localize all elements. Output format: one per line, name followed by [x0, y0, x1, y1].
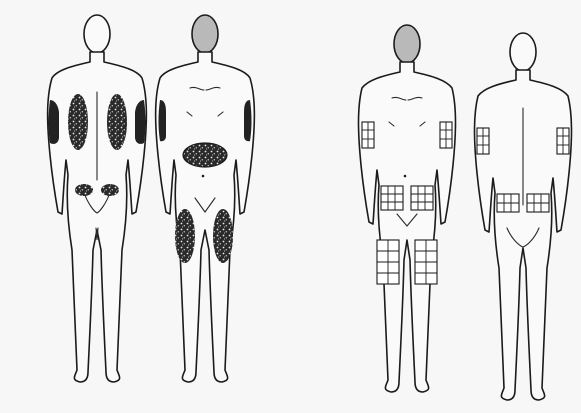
- figure-2-body: [156, 52, 255, 382]
- figure-3-front-view: [359, 25, 456, 392]
- figure-1-back-view: [48, 15, 147, 382]
- figure-3-head: [394, 25, 420, 63]
- figure-3-grid-abdomen-left: [381, 186, 403, 210]
- figure-1-site-upper-back-left: [68, 94, 88, 150]
- figure-2-site-upper-arm-right: [244, 100, 252, 141]
- figure-3-grid-upper-arm-right: [440, 122, 452, 148]
- figure-3-grid-thigh-left: [377, 240, 399, 284]
- figure-1-site-upper-arm-right: [135, 100, 146, 144]
- figure-1-site-buttock-left: [75, 184, 93, 196]
- figure-2-site-thigh-left: [175, 209, 195, 263]
- figure-2-head: [192, 15, 218, 53]
- figure-4-head: [510, 33, 536, 71]
- figure-2-site-abdomen: [183, 143, 227, 167]
- figure-3-grid-upper-arm-left: [362, 122, 374, 148]
- figure-3-grid-abdomen-right: [411, 186, 433, 210]
- figure-1-site-buttock-right: [101, 184, 119, 196]
- figure-1-head: [84, 15, 110, 53]
- figure-1-site-upper-back-right: [107, 94, 127, 150]
- figure-2-site-thigh-right: [213, 209, 233, 263]
- figure-4-grid-upper-arm-left: [477, 128, 489, 154]
- figure-4-grid-upper-arm-right: [557, 128, 569, 154]
- figure-4-back-view: [475, 33, 572, 400]
- figure-3-grid-thigh-right: [415, 240, 437, 284]
- figure-3-body: [359, 62, 456, 392]
- figure-2-site-upper-arm-left: [159, 100, 167, 141]
- figure-1-site-upper-arm-left: [49, 100, 60, 144]
- figure-4-grid-flank-left: [497, 194, 519, 212]
- figure-2-front-view: [156, 15, 255, 382]
- figure-4-grid-flank-right: [527, 194, 549, 212]
